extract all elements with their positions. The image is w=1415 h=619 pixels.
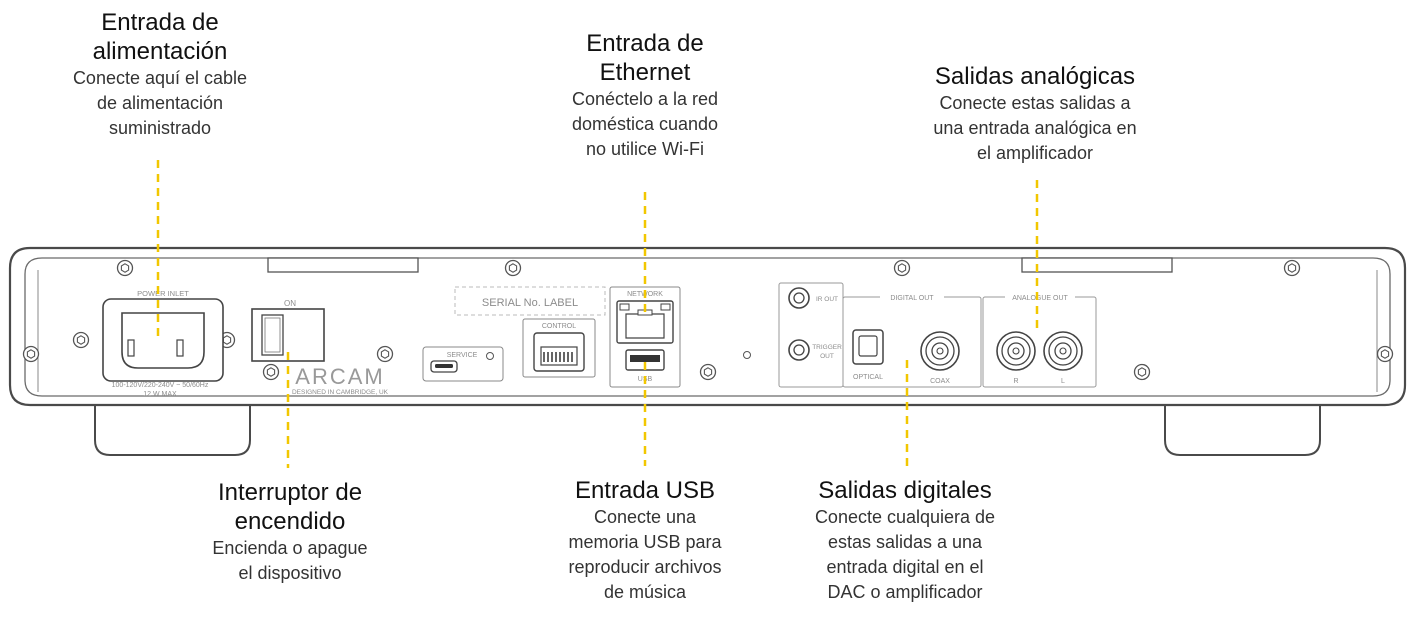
callout-title: Entrada USB: [574, 477, 716, 504]
callout-description: Conecte cualquiera de estas salidas a un…: [814, 507, 996, 602]
callout-ethernet: Entrada de Ethernet Conéctelo a la red d…: [520, 29, 770, 162]
right-foot: [1164, 402, 1321, 456]
screw-icon: [72, 331, 90, 349]
callout-title: Entrada de Ethernet: [586, 30, 704, 86]
callout-title: Salidas analógicas: [934, 63, 1136, 90]
callout-description: Conecte una memoria USB para reproducir …: [568, 507, 722, 602]
trigger-out-label-2: OUT: [820, 353, 834, 360]
top-tab-left: [267, 257, 419, 273]
screw-icon: [699, 363, 717, 381]
callout-power-switch: Interruptor de encendido Encienda o apag…: [160, 478, 420, 586]
r-label: R: [1013, 378, 1018, 385]
callout-description: Conecte estas salidas a una entrada anal…: [933, 93, 1137, 163]
screw-icon: [1283, 259, 1301, 277]
optical-label: OPTICAL: [853, 374, 883, 381]
trigger-out-label: TRIGGER: [812, 344, 842, 351]
screw-icon: [376, 345, 394, 363]
callout-description: Encienda o apague el dispositivo: [212, 538, 368, 583]
digital-out-label: DIGITAL OUT: [890, 295, 934, 302]
left-foot: [94, 402, 251, 456]
callout-title: Entrada de alimentación: [92, 9, 228, 65]
serial-label-text: SERIAL No. LABEL: [482, 297, 578, 309]
brand-subtitle: DESIGNED IN CAMBRIDGE, UK: [292, 389, 389, 396]
analogue-out-label: ANALOGUE OUT: [1012, 295, 1068, 302]
screw-icon: [116, 259, 134, 277]
callout-description: Conecte aquí el cable de alimentación su…: [72, 68, 248, 138]
brand-logo: ARCAM: [295, 364, 384, 389]
l-label: L: [1061, 378, 1065, 385]
chassis-inner-outline: [24, 257, 1391, 397]
callout-analogue: Salidas analógicas Conecte estas salidas…: [885, 62, 1185, 166]
control-label: CONTROL: [542, 323, 576, 330]
power-rating-watts: 12 W MAX: [143, 391, 177, 398]
screw-icon: [1376, 345, 1394, 363]
indicator-hole: [743, 351, 751, 359]
callout-title: Interruptor de encendido: [217, 479, 363, 535]
callout-usb: Entrada USB Conecte una memoria USB para…: [520, 476, 770, 605]
screw-icon: [1133, 363, 1151, 381]
callout-title: Salidas digitales: [818, 477, 992, 504]
power-rating-text: 100-120V/220-240V ~ 50/60Hz: [112, 382, 209, 389]
callout-digital: Salidas digitales Conecte cualquiera de …: [770, 476, 1040, 605]
switch-on-label: ON: [284, 299, 296, 308]
screw-icon: [504, 259, 522, 277]
screw-icon: [262, 363, 280, 381]
screw-icon: [893, 259, 911, 277]
callout-description: Conéctelo a la red doméstica cuando no u…: [571, 89, 719, 159]
screw-icon: [22, 345, 40, 363]
top-tab-right: [1021, 257, 1173, 273]
ir-out-label: IR OUT: [816, 296, 838, 303]
coax-label: COAX: [930, 378, 950, 385]
service-button[interactable]: [486, 352, 494, 360]
serial-label-area: [454, 286, 606, 316]
power-inlet-label: POWER INLET: [137, 289, 189, 298]
service-label: SERVICE: [447, 352, 478, 359]
callout-power-inlet: Entrada de alimentación Conecte aquí el …: [30, 8, 290, 141]
